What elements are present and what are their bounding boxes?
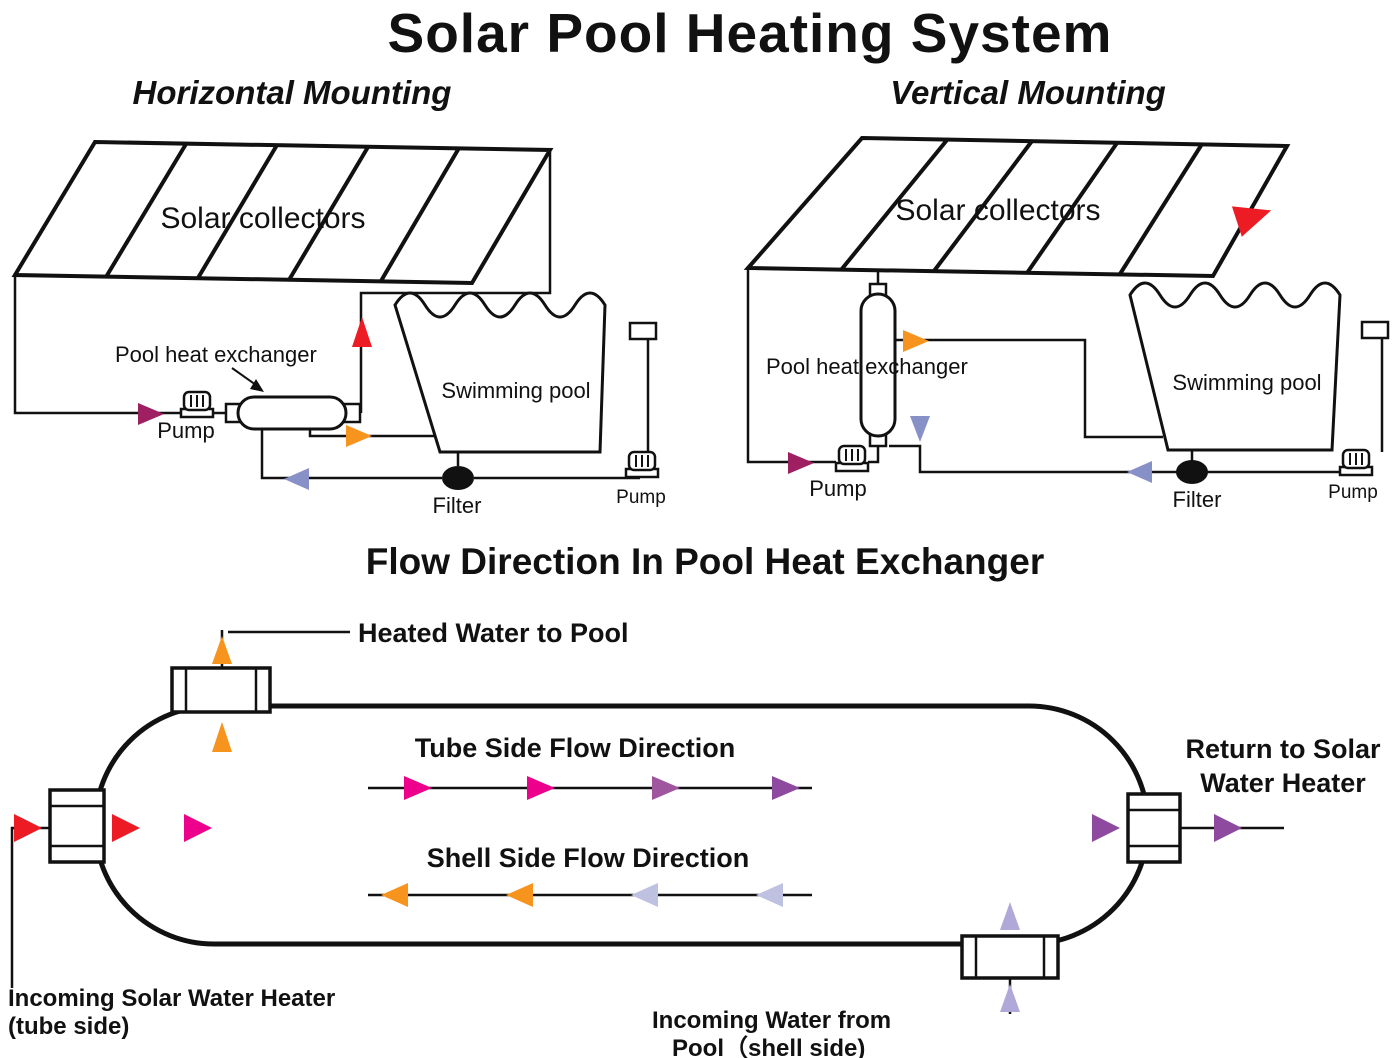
filter-symbol — [442, 466, 474, 490]
pump-label: Pump — [1328, 482, 1378, 503]
solar-collectors-label: Solar collectors — [160, 202, 365, 235]
tube-inlet-pipe — [10, 826, 50, 988]
panel-divider — [839, 138, 949, 272]
swimming-pool-label: Swimming pool — [441, 378, 590, 403]
pump-symbol — [834, 444, 870, 473]
horizontal-mounting-diagram: Horizontal Mounting Solar collectors — [11, 74, 666, 518]
panel-divider — [1118, 142, 1204, 276]
flow-arrow-right — [14, 814, 42, 842]
flow-arrow-up — [212, 636, 232, 664]
collector-return-pipe — [13, 275, 184, 415]
heated-water-pipe — [896, 338, 1163, 439]
panel-divider — [287, 145, 370, 282]
pump-symbol — [1338, 448, 1374, 477]
flow-arrow-up — [1000, 984, 1020, 1012]
incoming-pool-label-line1: Incoming Water from — [652, 1007, 891, 1034]
flow-arrow-right — [112, 814, 140, 842]
shell-inlet-pipe — [260, 428, 442, 480]
panel-divider — [932, 139, 1034, 273]
flow-arrow-left — [506, 883, 533, 907]
pump-label: Pump — [157, 418, 214, 443]
flow-arrow-left — [284, 468, 309, 490]
exchanger-pointer-arrowhead — [250, 379, 264, 392]
flow-direction-heading: Flow Direction In Pool Heat Exchanger — [366, 541, 1044, 582]
pump-label: Pump — [809, 476, 866, 501]
left-nozzle-flange — [48, 788, 106, 864]
solar-collector-panel — [743, 135, 1291, 279]
swimming-pool — [1128, 281, 1342, 452]
solar-collector-panel — [11, 139, 554, 286]
pump-exchanger-pipe — [868, 446, 880, 464]
panel-divider — [1025, 141, 1119, 275]
panel-divider — [196, 143, 279, 280]
flow-arrow-right — [184, 814, 212, 842]
flow-arrow-down — [910, 416, 930, 442]
filter-symbol — [1176, 460, 1208, 484]
panel-divider — [379, 146, 461, 283]
exchanger-pointer-line — [231, 367, 257, 386]
collector-supply-pipe — [359, 152, 552, 413]
pool-heat-exchanger — [859, 292, 897, 438]
swimming-pool — [393, 291, 607, 454]
flow-arrow-right — [1092, 814, 1120, 842]
tube-side-label: Tube Side Flow Direction — [415, 733, 736, 763]
return-to-solar-label-line2: Water Heater — [1200, 768, 1366, 798]
flow-arrow-right — [652, 776, 680, 800]
pump-label: Pump — [616, 487, 666, 508]
flow-arrow-left — [756, 883, 783, 907]
incoming-pool-label-line2: Pool（shell side) — [672, 1035, 865, 1058]
incoming-solar-label-line2: (tube side) — [8, 1013, 129, 1040]
vertical-mounting-heading: Vertical Mounting — [890, 74, 1166, 111]
swimming-pool-label: Swimming pool — [1172, 370, 1321, 395]
heated-water-label: Heated Water to Pool — [358, 618, 629, 648]
flow-arrow-right — [772, 776, 800, 800]
flow-arrow-right — [903, 330, 929, 352]
flow-arrow-right — [138, 403, 164, 425]
horizontal-mounting-heading: Horizontal Mounting — [133, 74, 452, 111]
flow-arrow-right — [527, 776, 555, 800]
return-to-solar-label-line1: Return to Solar — [1185, 734, 1381, 764]
bottom-nozzle-flange — [960, 934, 1060, 980]
shell-side-label: Shell Side Flow Direction — [427, 843, 750, 873]
flow-arrow-right — [346, 425, 372, 447]
pump-symbol — [624, 450, 660, 479]
page-title: Solar Pool Heating System — [388, 2, 1113, 64]
flow-direction-diagram: Flow Direction In Pool Heat Exchanger — [8, 541, 1381, 1058]
pool-fitting — [1360, 320, 1390, 340]
vertical-mounting-diagram: Vertical Mounting Solar collectors — [743, 74, 1390, 512]
pool-heat-exchanger — [236, 395, 348, 431]
flow-arrow-left — [1127, 461, 1152, 483]
pool-fitting — [628, 321, 658, 341]
flow-arrow-right — [404, 776, 432, 800]
filter-label: Filter — [433, 493, 482, 518]
solar-collectors-label: Solar collectors — [895, 194, 1100, 227]
flow-arrow-right — [1214, 814, 1242, 842]
pool-heat-exchanger-label: Pool heat exchanger — [115, 342, 317, 367]
flow-arrow-up — [1000, 902, 1020, 930]
right-nozzle-flange — [1126, 792, 1182, 864]
flow-arrow-right — [1231, 206, 1272, 237]
flow-arrow-right — [788, 452, 814, 474]
incoming-solar-label-line1: Incoming Solar Water Heater — [8, 985, 335, 1012]
panel-divider — [104, 142, 188, 279]
flow-arrow-up — [352, 317, 372, 347]
flow-arrow-up — [212, 722, 232, 752]
pool-heat-exchanger-label: Pool heat exchanger — [766, 354, 968, 379]
flow-arrow-left — [381, 883, 408, 907]
flow-arrow-left — [631, 883, 658, 907]
top-nozzle-flange — [170, 666, 272, 714]
filter-label: Filter — [1173, 487, 1222, 512]
heated-water-pipe — [308, 428, 435, 438]
pump-symbol — [179, 390, 215, 419]
